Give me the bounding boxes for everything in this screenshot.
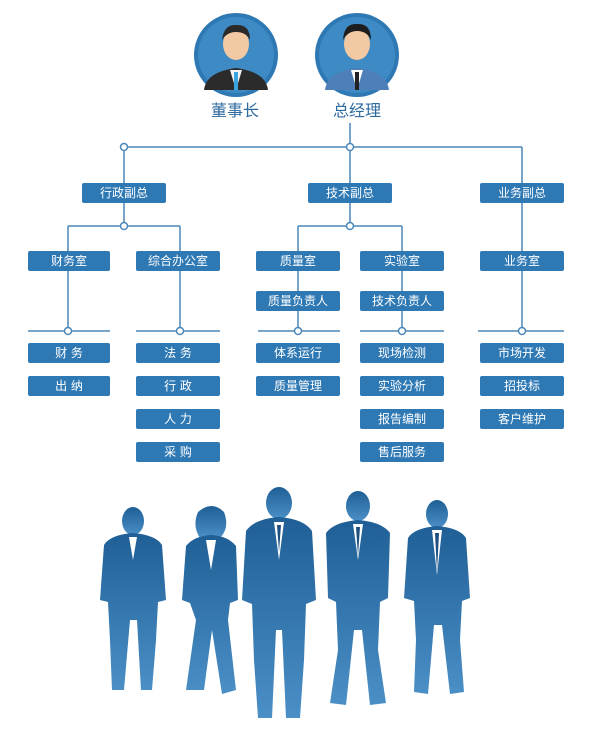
dept-office-box: 综合办公室 <box>136 251 220 271</box>
person-silhouette-icon <box>100 507 166 690</box>
function-label: 现场检测 <box>378 345 426 360</box>
function-label: 招投标 <box>504 378 540 393</box>
function-label: 质量管理 <box>274 378 322 393</box>
vp-admin-box: 行政副总 <box>82 183 166 203</box>
function-box: 实验分析 <box>360 376 444 396</box>
function-label: 出 纳 <box>55 379 83 393</box>
dept-lab-label: 实验室 <box>384 253 420 268</box>
tech-lead-box: 技术负责人 <box>360 291 444 311</box>
function-box: 客户维护 <box>480 409 564 429</box>
tech-lead-label: 技术负责人 <box>372 294 432 308</box>
function-label: 采 购 <box>164 444 192 459</box>
chairman-title: 董事长 <box>211 101 259 120</box>
dept-finance-label: 财务室 <box>51 253 87 268</box>
dept-business-box: 业务室 <box>480 251 564 271</box>
quality-lead-box: 质量负责人 <box>256 291 340 311</box>
function-box: 财 务 <box>28 343 110 363</box>
function-box: 现场检测 <box>360 343 444 363</box>
function-box: 招投标 <box>480 376 564 396</box>
vp-tech-box: 技术副总 <box>308 183 392 203</box>
person-silhouette-icon <box>182 506 238 694</box>
function-label: 人 力 <box>164 412 192 426</box>
dept-finance-box: 财务室 <box>28 251 110 271</box>
function-label: 市场开发 <box>498 345 546 360</box>
function-box: 报告编制 <box>360 409 444 429</box>
general-manager-avatar-icon <box>315 13 399 97</box>
function-label: 行 政 <box>164 379 192 393</box>
dept-lab-box: 实验室 <box>360 251 444 271</box>
function-label: 报告编制 <box>378 411 426 426</box>
chairman-avatar-icon <box>194 13 278 97</box>
vp-business-box: 业务副总 <box>480 183 564 203</box>
function-box: 采 购 <box>136 442 220 462</box>
function-box: 体系运行 <box>256 343 340 363</box>
function-box: 人 力 <box>136 409 220 429</box>
connector-nodes <box>63 142 527 336</box>
person-silhouette-icon <box>404 500 470 694</box>
function-box: 行 政 <box>136 376 220 396</box>
function-label: 客户维护 <box>498 411 546 426</box>
dept-business-label: 业务室 <box>504 253 540 268</box>
vp-business-label: 业务副总 <box>498 185 546 200</box>
function-box: 市场开发 <box>480 343 564 363</box>
dept-office-label: 综合办公室 <box>148 253 208 268</box>
function-label: 售后服务 <box>378 444 426 459</box>
dept-quality-box: 质量室 <box>256 251 340 271</box>
function-label: 体系运行 <box>274 346 322 360</box>
function-box: 质量管理 <box>256 376 340 396</box>
vp-tech-label: 技术副总 <box>326 186 374 200</box>
function-box: 出 纳 <box>28 376 110 396</box>
person-silhouette-icon <box>326 491 390 705</box>
dept-quality-label: 质量室 <box>280 253 316 268</box>
function-label: 财 务 <box>55 345 83 360</box>
general-manager-title: 总经理 <box>333 101 381 120</box>
function-box: 售后服务 <box>360 442 444 462</box>
function-box: 法 务 <box>136 343 220 363</box>
quality-lead-label: 质量负责人 <box>268 294 328 308</box>
function-label: 实验分析 <box>378 378 426 393</box>
vp-admin-label: 行政副总 <box>100 186 148 200</box>
team-silhouette-illustration <box>100 487 470 718</box>
function-label: 法 务 <box>164 345 192 360</box>
person-silhouette-icon <box>242 487 316 718</box>
